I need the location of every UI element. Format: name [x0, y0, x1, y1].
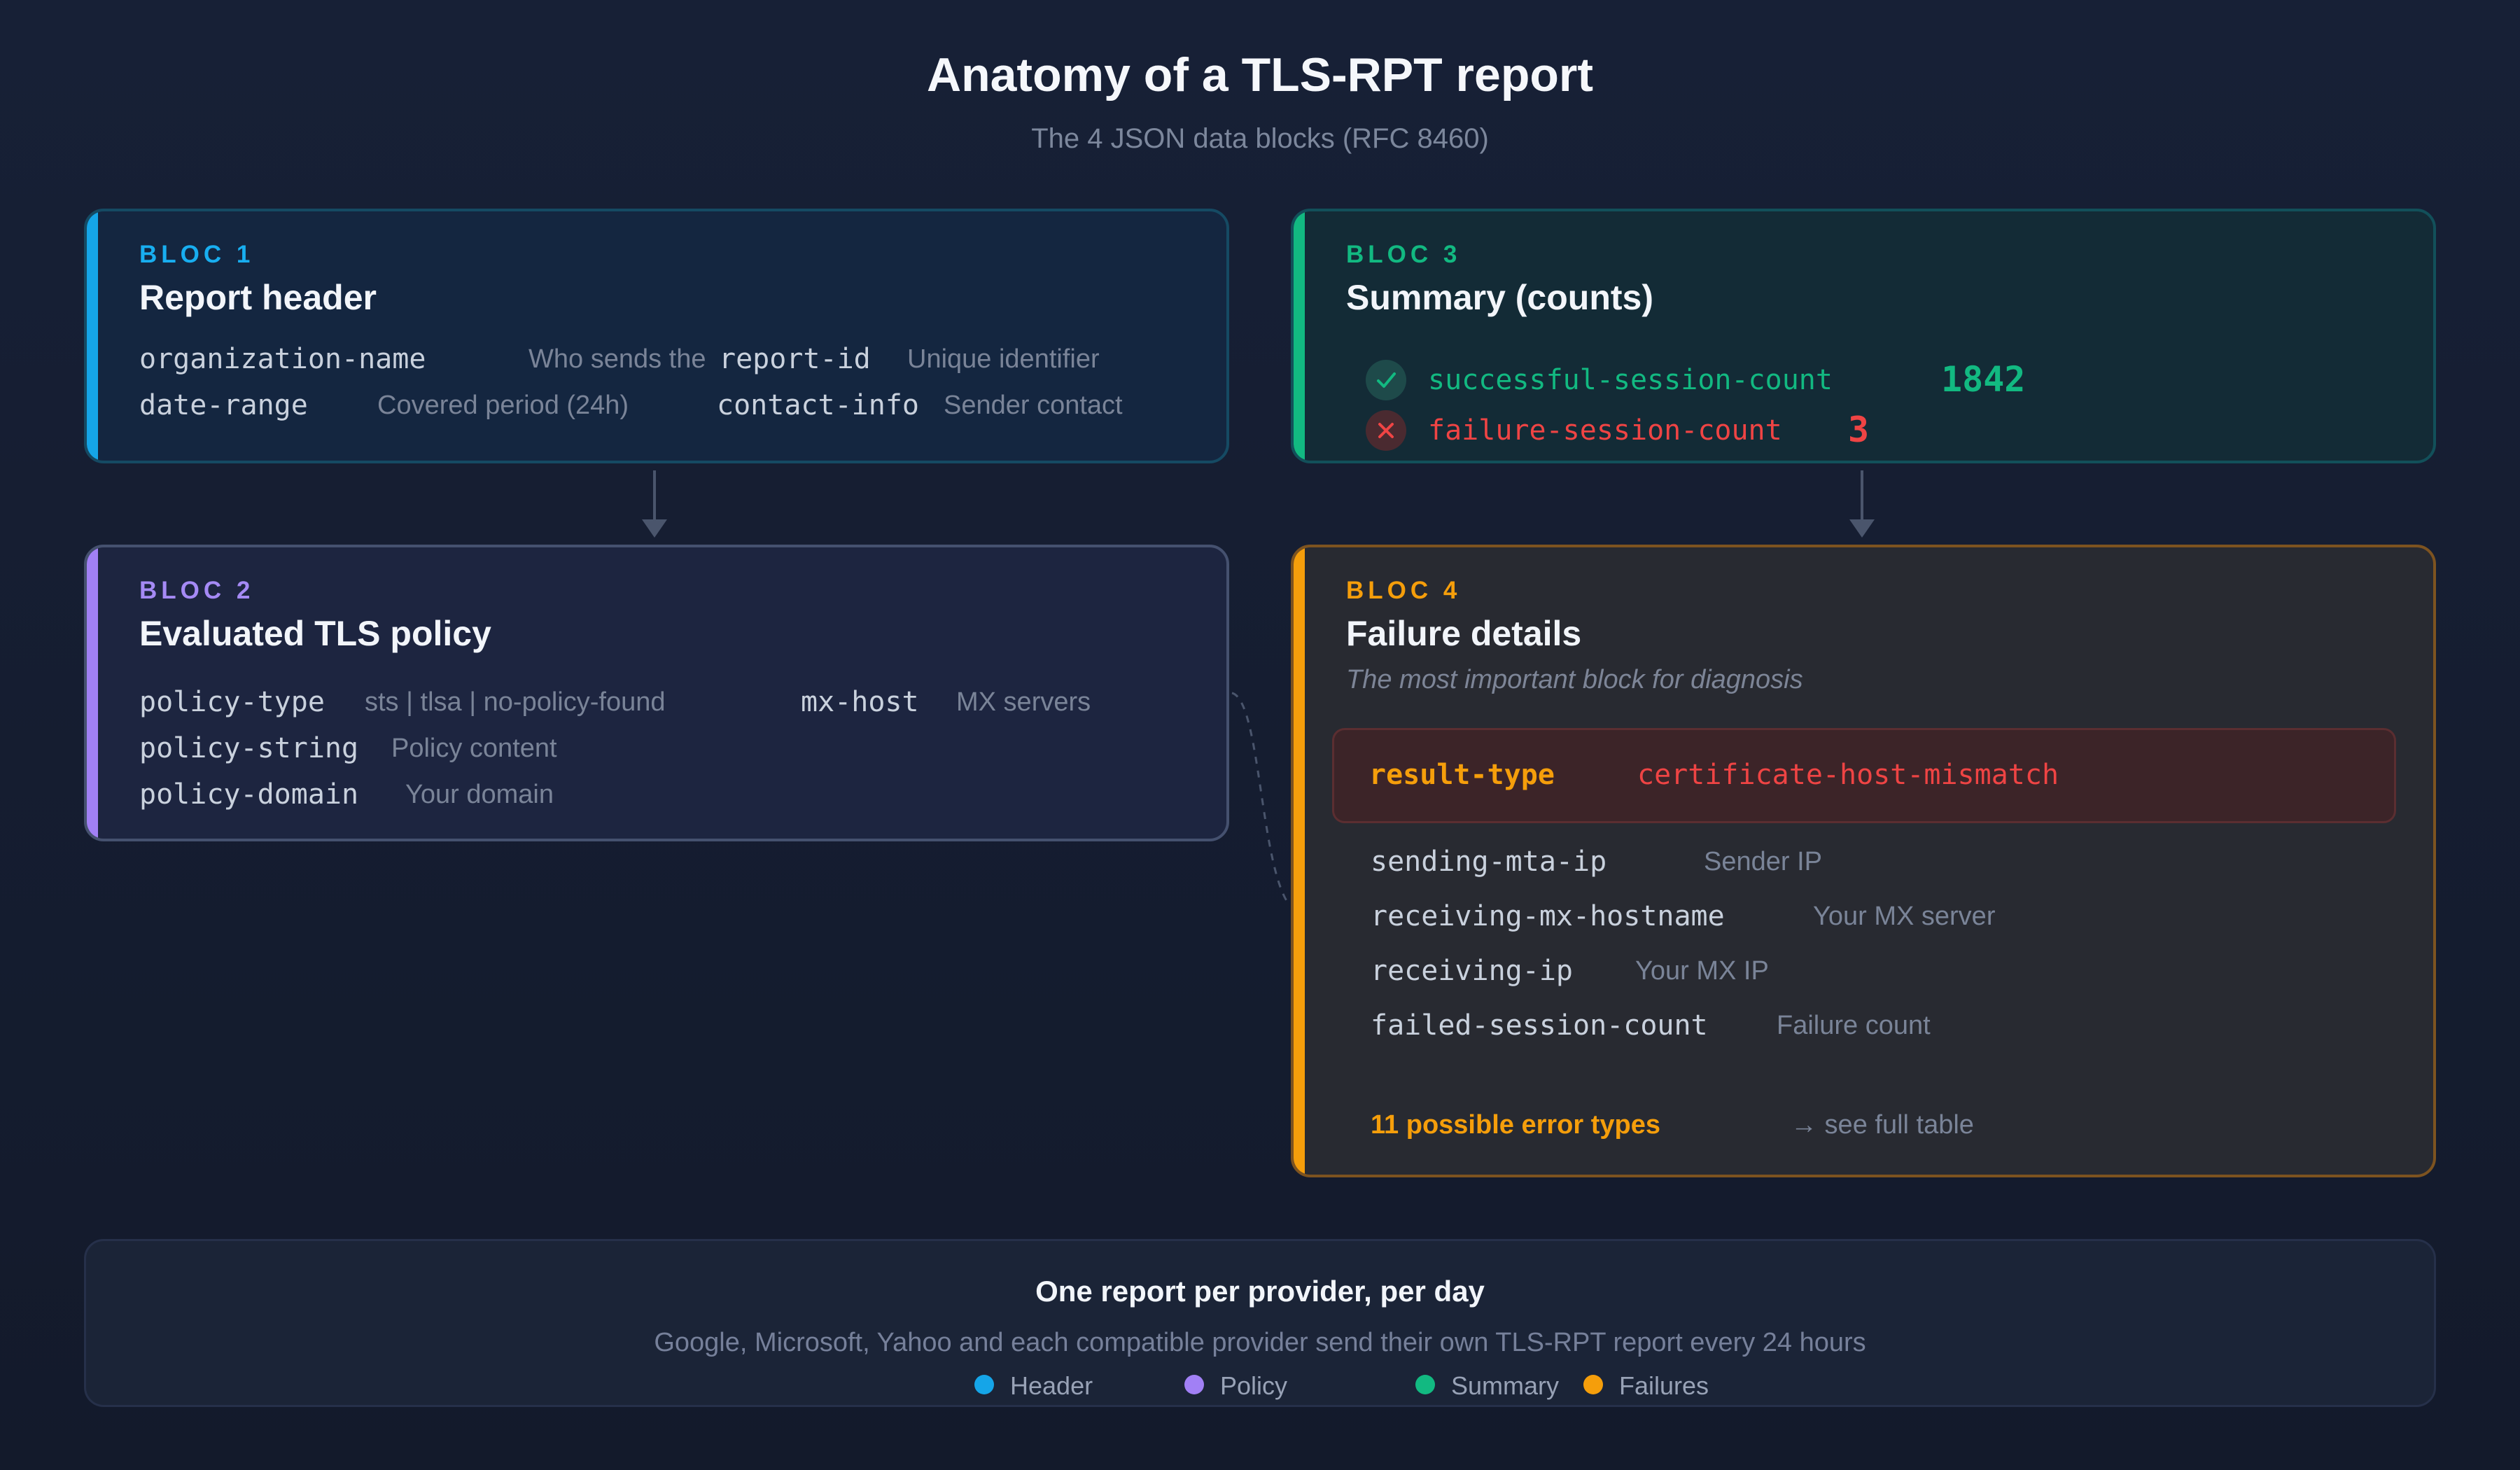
arrow-block3-to-block4	[1849, 470, 1875, 538]
field-key: policy-type	[139, 686, 325, 718]
block-summary-counts: BLOC 3 Summary (counts) successful-sessi…	[1291, 209, 2436, 463]
block-title: Failure details	[1346, 614, 1582, 653]
footer-subtitle: Google, Microsoft, Yahoo and each compat…	[654, 1328, 1866, 1357]
success-count-value: 1842	[1941, 359, 2026, 400]
block-accent-bar	[1294, 547, 1305, 1175]
block-evaluated-policy: BLOC 2 Evaluated TLS policy policy-type …	[84, 545, 1229, 841]
result-type-box: result-type certificate-host-mismatch	[1332, 728, 2396, 823]
block-failure-details: BLOC 4 Failure details The most importan…	[1291, 545, 2436, 1177]
field-key: date-range	[139, 389, 308, 421]
field-desc: Covered period (24h)	[377, 391, 629, 420]
result-type-key: result-type	[1369, 759, 1555, 791]
footer-panel: One report per provider, per day Google,…	[84, 1239, 2436, 1407]
legend-dot-policy	[1184, 1375, 1204, 1394]
block-label: BLOC 4	[1346, 577, 1462, 604]
page-title: Anatomy of a TLS-RPT report	[926, 48, 1594, 102]
block-title: Report header	[139, 278, 377, 317]
field-key: policy-domain	[139, 778, 359, 811]
field-desc: Policy content	[391, 734, 557, 763]
field-key: failed-session-count	[1371, 1009, 1708, 1042]
block-label: BLOC 1	[139, 241, 255, 268]
field-key: mx-host	[801, 686, 919, 718]
field-desc: MX servers	[956, 687, 1091, 717]
field-key: contact-info	[717, 389, 919, 421]
see-full-table-link[interactable]: → see full table	[1791, 1110, 1974, 1140]
legend-label-header: Header	[1010, 1371, 1093, 1400]
field-key: organization-name	[139, 343, 426, 375]
block-label: BLOC 2	[139, 577, 255, 604]
field-key: policy-string	[139, 732, 359, 764]
check-icon	[1366, 360, 1406, 400]
field-key: receiving-mx-hostname	[1371, 900, 1725, 932]
page-subtitle: The 4 JSON data blocks (RFC 8460)	[1031, 123, 1489, 154]
field-desc: sts | tlsa | no-policy-found	[365, 687, 666, 717]
arrow-block1-to-block2	[642, 470, 667, 538]
field-key: receiving-ip	[1371, 955, 1573, 987]
legend-dot-failures	[1583, 1375, 1603, 1394]
field-desc: Unique identifier	[907, 344, 1100, 374]
error-types-count: 11 possible error types	[1371, 1110, 1660, 1140]
failure-count-value: 3	[1848, 410, 1870, 450]
field-desc: Sender contact	[944, 391, 1123, 420]
field-desc: Your domain	[405, 780, 554, 809]
block-report-header: BLOC 1 Report header organization-name W…	[84, 209, 1229, 463]
block-accent-bar	[87, 547, 98, 839]
block-note: The most important block for diagnosis	[1346, 665, 1803, 694]
field-desc: Failure count	[1777, 1011, 1931, 1040]
field-desc: Sender IP	[1704, 847, 1822, 876]
block-accent-bar	[87, 211, 98, 461]
legend-dot-summary	[1415, 1375, 1435, 1394]
block-title: Evaluated TLS policy	[139, 614, 491, 653]
field-desc: Your MX IP	[1635, 956, 1769, 986]
block-title: Summary (counts)	[1346, 278, 1653, 317]
field-key: report-id	[719, 343, 871, 375]
block-accent-bar	[1294, 211, 1305, 461]
legend-label-summary: Summary	[1451, 1371, 1560, 1400]
dashed-link-block2-to-block4	[1231, 692, 1289, 904]
field-key: sending-mta-ip	[1371, 846, 1607, 878]
field-desc: Your MX server	[1813, 902, 1996, 931]
close-icon	[1366, 410, 1406, 451]
legend-label-policy: Policy	[1220, 1371, 1288, 1400]
legend-label-failures: Failures	[1619, 1371, 1709, 1400]
legend-dot-header	[974, 1375, 994, 1394]
failure-count-key: failure-session-count	[1428, 414, 1782, 447]
block-label: BLOC 3	[1346, 241, 1462, 268]
result-type-value: certificate-host-mismatch	[1637, 759, 2059, 791]
footer-title: One report per provider, per day	[1035, 1275, 1485, 1308]
field-desc: Who sends the	[528, 344, 706, 374]
success-count-key: successful-session-count	[1428, 364, 1833, 396]
